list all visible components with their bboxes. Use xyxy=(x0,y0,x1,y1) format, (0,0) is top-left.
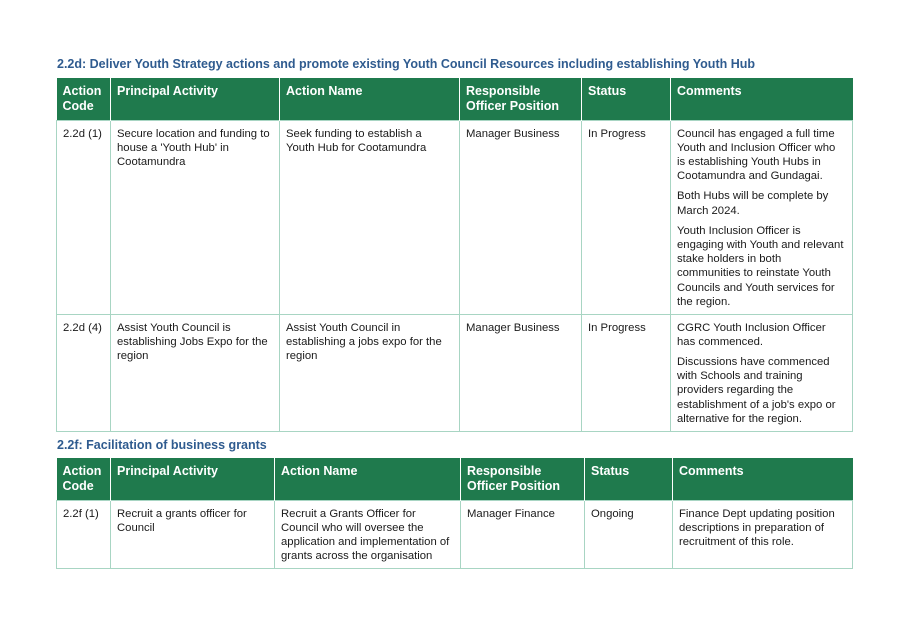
action-table: Action Code Principal Activity Action Na… xyxy=(56,78,853,432)
column-header-action-code: Action Code xyxy=(56,458,111,500)
status-cell: In Progress xyxy=(581,119,671,315)
table-header-row: Action Code Principal Activity Action Na… xyxy=(56,458,853,500)
action-name-cell: Seek funding to establish a Youth Hub fo… xyxy=(279,119,460,315)
column-header-action-code: Action Code xyxy=(56,78,111,120)
responsible-officer-cell: Manager Business xyxy=(459,313,582,432)
status-cell: In Progress xyxy=(581,313,671,432)
status-cell: Ongoing xyxy=(584,499,673,569)
column-header-responsible-officer: Responsible Officer Position xyxy=(460,458,585,500)
principal-activity-cell: Assist Youth Council is establishing Job… xyxy=(110,313,280,432)
column-header-comments: Comments xyxy=(670,78,853,120)
action-name-cell: Recruit a Grants Officer for Council who… xyxy=(274,499,461,569)
column-header-principal-activity: Principal Activity xyxy=(110,458,275,500)
responsible-officer-cell: Manager Business xyxy=(459,119,582,315)
responsible-officer-cell: Manager Finance xyxy=(460,499,585,569)
comment-paragraph: Both Hubs will be complete by March 2024… xyxy=(677,190,829,217)
table-header-row: Action Code Principal Activity Action Na… xyxy=(56,78,853,120)
section-heading: 2.2f: Facilitation of business grants xyxy=(57,438,267,452)
comments-cell: CGRC Youth Inclusion Officer has commenc… xyxy=(670,313,853,432)
action-code-cell: 2.2f (1) xyxy=(56,499,111,569)
table-row: 2.2d (1) Secure location and funding to … xyxy=(56,119,853,315)
comment-paragraph: Youth Inclusion Officer is engaging with… xyxy=(677,224,844,308)
action-code-cell: 2.2d (1) xyxy=(56,119,111,315)
column-header-comments: Comments xyxy=(672,458,853,500)
column-header-principal-activity: Principal Activity xyxy=(110,78,280,120)
column-header-action-name: Action Name xyxy=(279,78,460,120)
column-header-status: Status xyxy=(581,78,671,120)
column-header-action-name: Action Name xyxy=(274,458,461,500)
section-heading: 2.2d: Deliver Youth Strategy actions and… xyxy=(57,57,756,71)
principal-activity-cell: Secure location and funding to house a '… xyxy=(110,119,280,315)
action-table: Action Code Principal Activity Action Na… xyxy=(56,458,853,569)
section-2-2f: 2.2f: Facilitation of business grants Ac… xyxy=(56,437,853,569)
comments-cell: Council has engaged a full time Youth an… xyxy=(670,119,853,315)
table-row: 2.2d (4) Assist Youth Council is establi… xyxy=(56,313,853,432)
principal-activity-cell: Recruit a grants officer for Council xyxy=(110,499,275,569)
table-row: 2.2f (1) Recruit a grants officer for Co… xyxy=(56,499,853,569)
comments-cell: Finance Dept updating position descripti… xyxy=(672,499,853,569)
comment-paragraph: Discussions have commenced with Schools … xyxy=(677,355,836,425)
comment-paragraph: Finance Dept updating position descripti… xyxy=(679,507,835,548)
action-name-cell: Assist Youth Council in establishing a j… xyxy=(279,313,460,432)
comment-paragraph: Council has engaged a full time Youth an… xyxy=(677,127,836,183)
column-header-responsible-officer: Responsible Officer Position xyxy=(459,78,582,120)
section-2-2d: 2.2d: Deliver Youth Strategy actions and… xyxy=(56,56,853,432)
column-header-status: Status xyxy=(584,458,673,500)
comment-paragraph: CGRC Youth Inclusion Officer has commenc… xyxy=(677,321,826,348)
action-code-cell: 2.2d (4) xyxy=(56,313,111,432)
